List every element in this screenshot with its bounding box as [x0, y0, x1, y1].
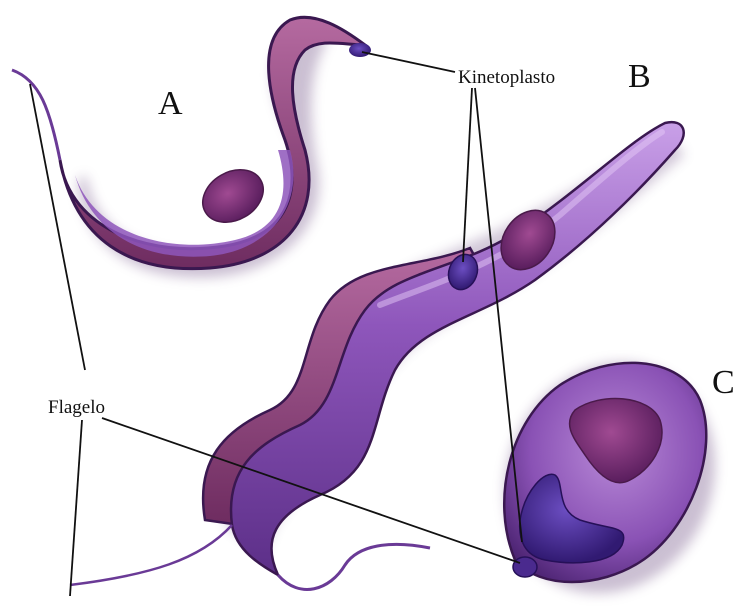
cell-b-flagellum: [278, 544, 430, 589]
kinetoplast-leader-c: [475, 88, 522, 542]
flagellum-leader-a: [30, 84, 85, 370]
label-form-c: C: [712, 364, 735, 401]
cell-c-flagellum: [513, 557, 537, 577]
label-form-a: A: [158, 85, 183, 122]
kinetoplast-leader-b: [463, 88, 472, 262]
label-kinetoplast: Kinetoplasto: [458, 67, 555, 88]
kinetoplast-leader-a: [362, 52, 455, 72]
cell-a-nucleus-icon: [193, 159, 272, 233]
cell-a-kinetoplast-icon: [349, 43, 371, 57]
label-flagellum: Flagelo: [48, 397, 105, 418]
cell-form-a: [12, 17, 371, 277]
label-form-b: B: [628, 58, 651, 95]
cell-form-c: [468, 328, 735, 611]
flagellum-leader-c: [70, 420, 82, 596]
